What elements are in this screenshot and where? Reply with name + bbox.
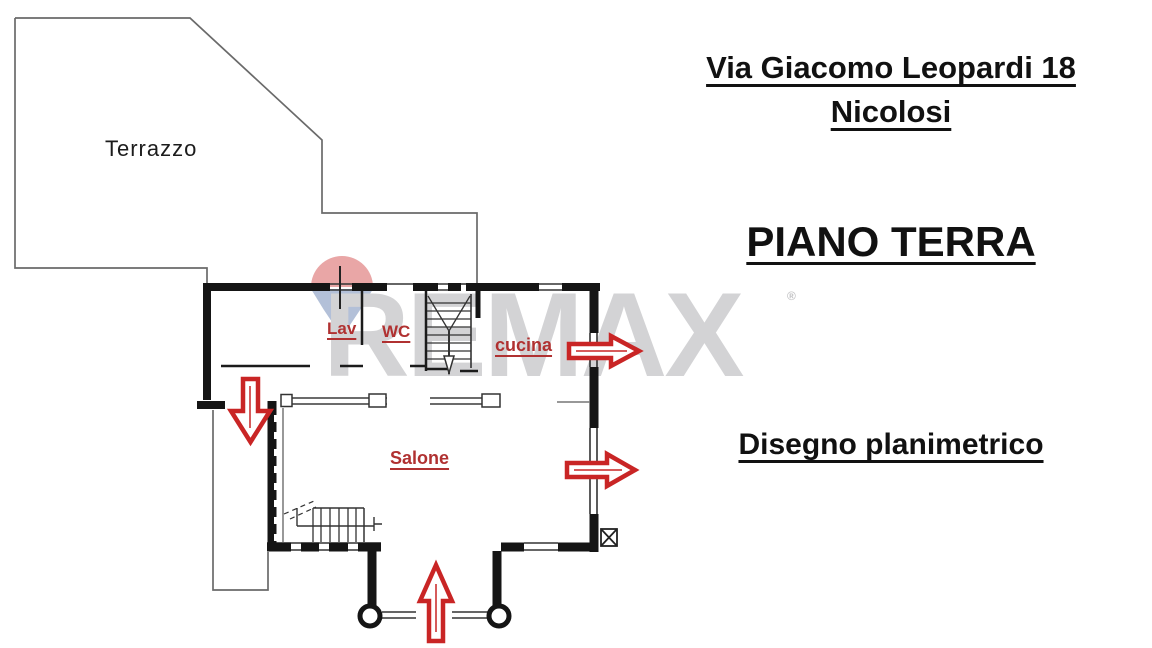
interior-partitions bbox=[221, 291, 478, 373]
shaft-box-icon bbox=[600, 528, 618, 547]
porch-columns bbox=[357, 603, 512, 629]
side-yard-outline bbox=[212, 410, 269, 591]
room-label-salone: Salone bbox=[390, 448, 450, 468]
staircase-upper bbox=[427, 294, 472, 376]
exterior-walls bbox=[197, 283, 600, 607]
room-label-wc: WC bbox=[382, 322, 411, 341]
drawing-type-title: Disegno planimetrico bbox=[738, 428, 1044, 461]
room-label-lav: Lav bbox=[327, 319, 357, 338]
remax-watermark-text: REMAX bbox=[323, 268, 744, 402]
stair-direction-arrow bbox=[442, 355, 456, 376]
registered-trademark-symbol: ® bbox=[787, 289, 796, 303]
floor-title: PIANO TERRA bbox=[746, 218, 1036, 265]
terrazzo-outline bbox=[14, 17, 478, 591]
room-label-cucina: cucina bbox=[495, 335, 553, 355]
address-line-2: Nicolosi bbox=[830, 94, 952, 129]
partition-openings bbox=[280, 393, 590, 408]
address-line-1: Via Giacomo Leopardi 18 bbox=[706, 50, 1076, 85]
arrow-center-lines bbox=[249, 350, 627, 632]
staircase-lower bbox=[283, 500, 382, 542]
room-label-terrazzo: Terrazzo bbox=[105, 136, 198, 161]
